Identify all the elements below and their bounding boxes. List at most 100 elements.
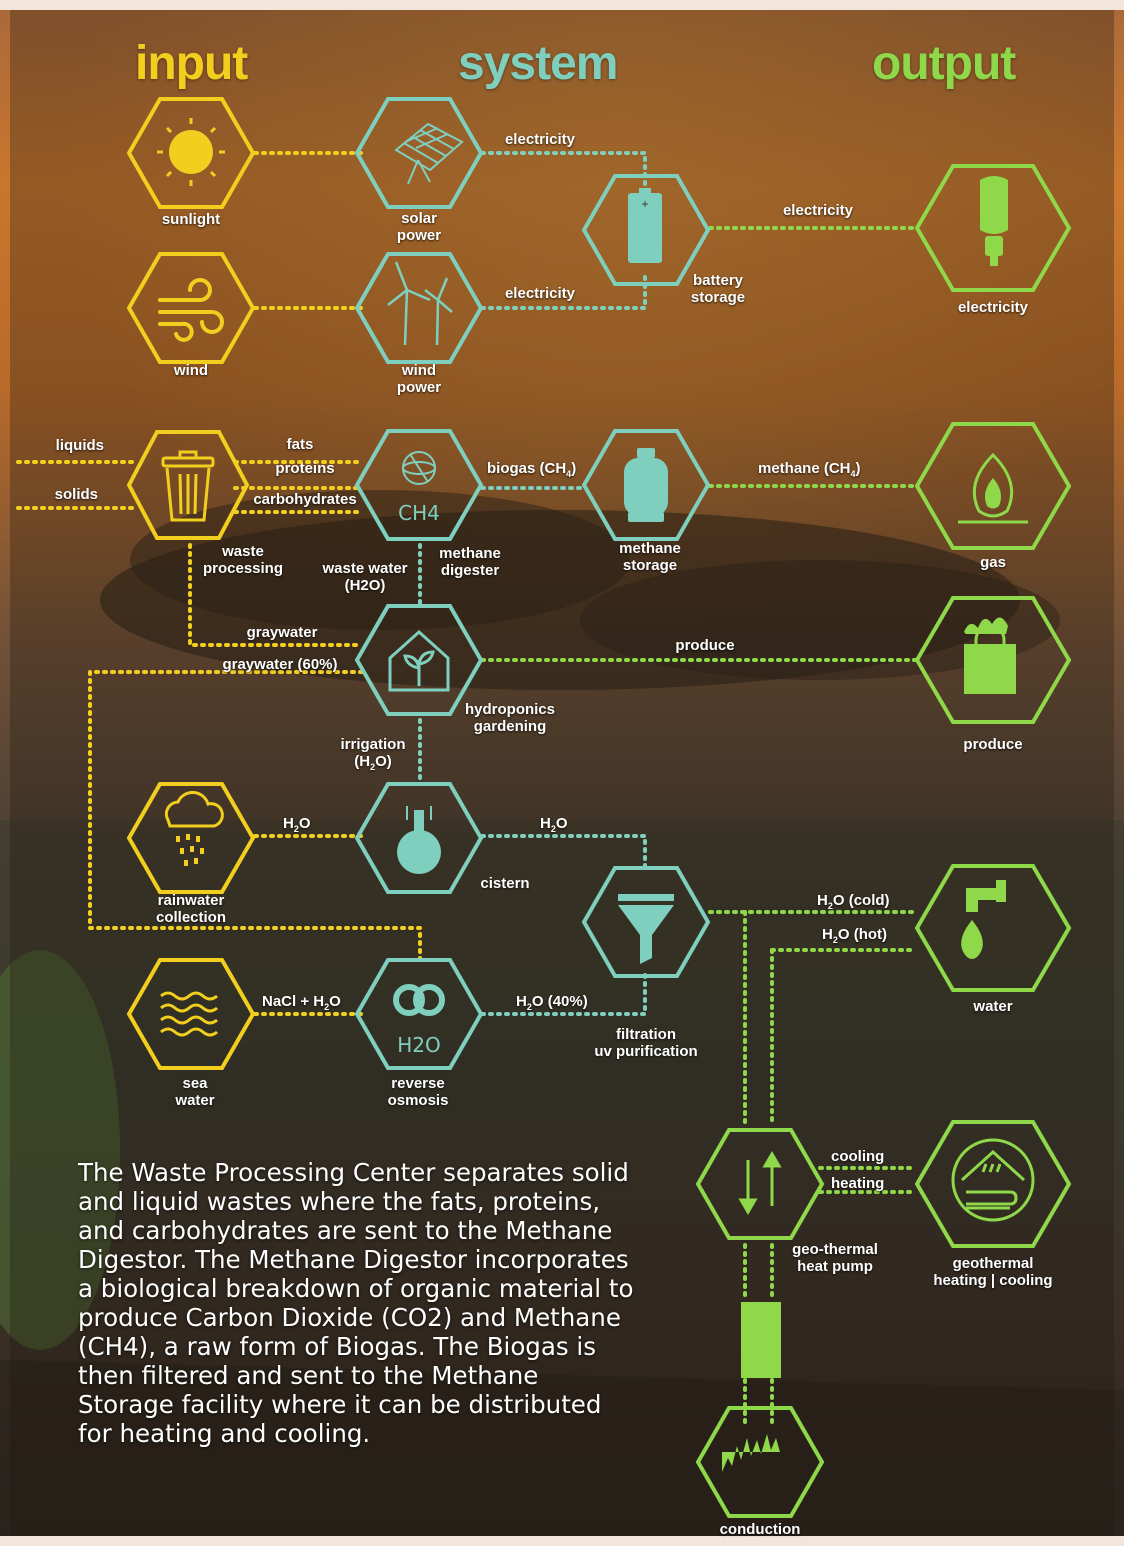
input-header: input xyxy=(135,37,248,90)
overlay-panel xyxy=(10,10,1114,1536)
system-nodes xyxy=(354,97,711,1070)
windpower-hex xyxy=(354,252,484,364)
solar-label: solar power xyxy=(396,210,442,244)
greenhouse-plant-icon xyxy=(388,629,450,692)
flame-icon xyxy=(958,452,1028,524)
light-bulb-icon xyxy=(980,176,1008,266)
flow-h2o-40-end: O (40%) xyxy=(531,993,588,1010)
house-heat-icon xyxy=(951,1138,1035,1222)
heatpump-label: geo-thermal heat pump xyxy=(792,1241,878,1275)
flow-h2o-cistern-end: O xyxy=(555,815,568,832)
heatpump-hex xyxy=(695,1128,825,1240)
conduction-label: conduction xyxy=(719,1521,801,1538)
rainwater-hex xyxy=(126,782,256,894)
out-electricity-label: electricity xyxy=(957,299,1029,316)
flow-nacl: NaCl + H2O xyxy=(262,993,341,1016)
out-water-hex xyxy=(914,864,1072,992)
flow-liquids: liquids xyxy=(55,437,104,454)
hydroponics-hex xyxy=(354,604,484,716)
flow-heating: heating xyxy=(831,1175,885,1192)
solar-panel-icon xyxy=(394,122,464,185)
waste-label: waste processing xyxy=(202,543,284,577)
grocery-bag-icon xyxy=(964,617,1016,694)
flow-biogas: biogas (CH4) xyxy=(487,460,576,483)
flow-h2o-cold-end: O (cold) xyxy=(832,892,890,909)
input-nodes xyxy=(126,97,256,1070)
flow-h2o-cistern-sub: 2 xyxy=(550,824,556,834)
flow-h2o-rain-end: O xyxy=(298,815,311,832)
battery-icon: + xyxy=(628,188,662,263)
description-text: The Waste Processing Center separates so… xyxy=(78,1158,634,1448)
digester-label: methane digester xyxy=(439,545,501,579)
geothermal-well-bar xyxy=(741,1302,781,1378)
flow-h2o-rain-sub: 2 xyxy=(293,824,299,834)
ro-label: reverse osmosis xyxy=(387,1075,449,1109)
flow-nacl-sub: 2 xyxy=(324,1002,330,1012)
flow-h2o-40-h: H xyxy=(516,993,527,1010)
flow-h2o-cistern-h: H xyxy=(540,815,551,832)
flow-biogas-text: biogas (CH xyxy=(487,460,567,477)
digester-hex xyxy=(354,429,484,541)
flow-h2o-40-sub: 2 xyxy=(526,1002,532,1012)
out-water-label: water xyxy=(973,998,1013,1015)
up-down-arrows-icon xyxy=(738,1151,782,1215)
flow-irrigation: irrigation(H2O) xyxy=(328,736,418,776)
sunlight-label: sunlight xyxy=(161,211,221,228)
hydroponics-label: hydroponics gardening xyxy=(464,701,555,735)
flask-icon xyxy=(397,806,441,874)
flow-irrigation2: (H xyxy=(354,753,371,770)
sunlight-hex xyxy=(126,97,256,209)
methanestorage-label: methane storage xyxy=(619,540,681,574)
flow-h2o-hot-h: H xyxy=(822,926,833,943)
flow-graywater: graywater xyxy=(246,624,318,641)
flow-proteins: proteins xyxy=(275,460,335,477)
flow-h2o-hot: H2O (hot) xyxy=(822,926,887,949)
flow-battery-electricity: electricity xyxy=(782,202,854,219)
flow-irrigation2-end: O) xyxy=(375,753,392,770)
wind-icon xyxy=(158,278,224,342)
output-nodes xyxy=(695,164,1072,1518)
out-electricity-hex xyxy=(914,164,1072,292)
flow-graywater-60: graywater (60%) xyxy=(222,656,338,673)
flow-h2o-cold: H2O (cold) xyxy=(817,892,890,915)
wind-hex xyxy=(126,252,256,364)
out-produce-hex xyxy=(914,596,1072,724)
flow-h2o-cistern: H2O xyxy=(540,815,568,838)
osmosis-icon xyxy=(393,984,445,1016)
battery-label: battery storage xyxy=(690,272,746,306)
waste-hex xyxy=(126,430,250,540)
conduction-hex xyxy=(695,1406,825,1518)
methane-digester-icon xyxy=(402,451,436,485)
grass-icon xyxy=(722,1434,780,1472)
rain-cloud-icon xyxy=(164,791,224,866)
flow-h2o-40: H2O (40%) xyxy=(516,993,588,1016)
out-produce-label: produce xyxy=(963,736,1023,753)
solar-hex xyxy=(354,97,484,209)
gas-tank-icon xyxy=(624,448,668,522)
flow-biogas-sub: 4 xyxy=(566,469,572,479)
flow-irrigation-text: irrigation xyxy=(340,736,406,753)
filtration-label: filtration uv purification xyxy=(594,1026,698,1060)
flow-nacl-end: O xyxy=(329,993,341,1010)
system-header: system xyxy=(458,37,618,90)
output-header: output xyxy=(872,37,1016,90)
ro-hex xyxy=(354,958,484,1070)
flow-carbohydrates: carbohydrates xyxy=(253,491,357,508)
out-geo-label: geothermal heating | cooling xyxy=(933,1255,1053,1289)
flow-produce: produce xyxy=(675,637,735,654)
methanestorage-hex xyxy=(581,429,711,541)
flow-h2o-cold-sub: 2 xyxy=(827,901,833,911)
flow-biogas-end: ) xyxy=(571,460,577,477)
flow-h2o-hot-end: O (hot) xyxy=(837,926,888,943)
wind-turbine-icon xyxy=(387,261,453,346)
funnel-icon xyxy=(618,894,674,964)
seawater-hex xyxy=(126,958,256,1070)
flow-solids: solids xyxy=(54,486,98,503)
trash-can-icon xyxy=(161,450,215,522)
filtration-hex xyxy=(581,866,711,978)
digester-sub-label: CH4 xyxy=(398,501,440,525)
out-gas-label: gas xyxy=(980,554,1006,571)
cistern-hex xyxy=(354,782,484,894)
flow-h2o-cold-h: H xyxy=(817,892,828,909)
